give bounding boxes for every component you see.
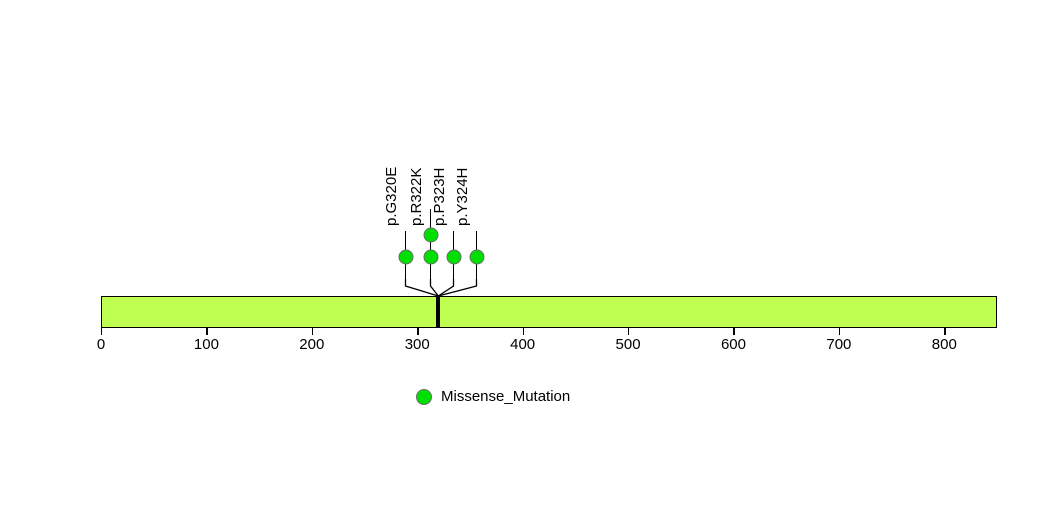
legend-label-missense-mutation: Missense_Mutation <box>441 388 571 405</box>
lollipop-connector <box>404 279 439 297</box>
lollipop-label: p.P323H <box>430 167 448 226</box>
x-axis-tick-label: 800 <box>931 336 957 353</box>
lollipop-marker[interactable] <box>398 249 413 265</box>
x-axis-tick-label: 200 <box>299 336 325 353</box>
lollipop-label: p.G320E <box>382 166 400 226</box>
x-axis-tick-label: 0 <box>96 336 106 353</box>
x-axis-tick <box>417 328 419 335</box>
lollipop-marker[interactable] <box>423 227 438 243</box>
lollipop-connector <box>429 279 439 297</box>
lollipop-label: p.R322K <box>407 167 425 226</box>
x-axis-tick-label: 400 <box>510 336 536 353</box>
x-axis-tick <box>628 328 630 335</box>
x-axis-tick <box>733 328 735 335</box>
x-axis-tick <box>944 328 946 335</box>
x-axis-tick <box>522 328 525 335</box>
lollipop-stem <box>429 209 432 279</box>
legend-swatch-missense-mutation <box>416 388 432 405</box>
lollipop-label: p.Y324H <box>453 167 471 226</box>
x-axis-tick-label: 600 <box>720 336 746 353</box>
x-axis-tick-label: 100 <box>193 336 219 353</box>
domain-marker <box>436 296 441 328</box>
lollipop-marker[interactable] <box>446 249 461 265</box>
lollipop-connector <box>438 279 478 297</box>
x-axis-tick <box>101 328 103 335</box>
x-axis-tick-label: 500 <box>615 336 641 353</box>
x-axis-tick-label: 700 <box>826 336 852 353</box>
x-axis-tick-label: 300 <box>404 336 430 353</box>
lollipop-marker[interactable] <box>423 249 438 265</box>
legend: Missense_Mutation <box>416 388 570 405</box>
x-axis-tick <box>838 328 841 335</box>
lollipop-connector <box>437 279 455 297</box>
protein-bar <box>101 296 997 328</box>
lollipop-marker[interactable] <box>469 249 484 265</box>
x-axis-tick <box>311 328 314 335</box>
x-axis-tick <box>206 328 208 335</box>
